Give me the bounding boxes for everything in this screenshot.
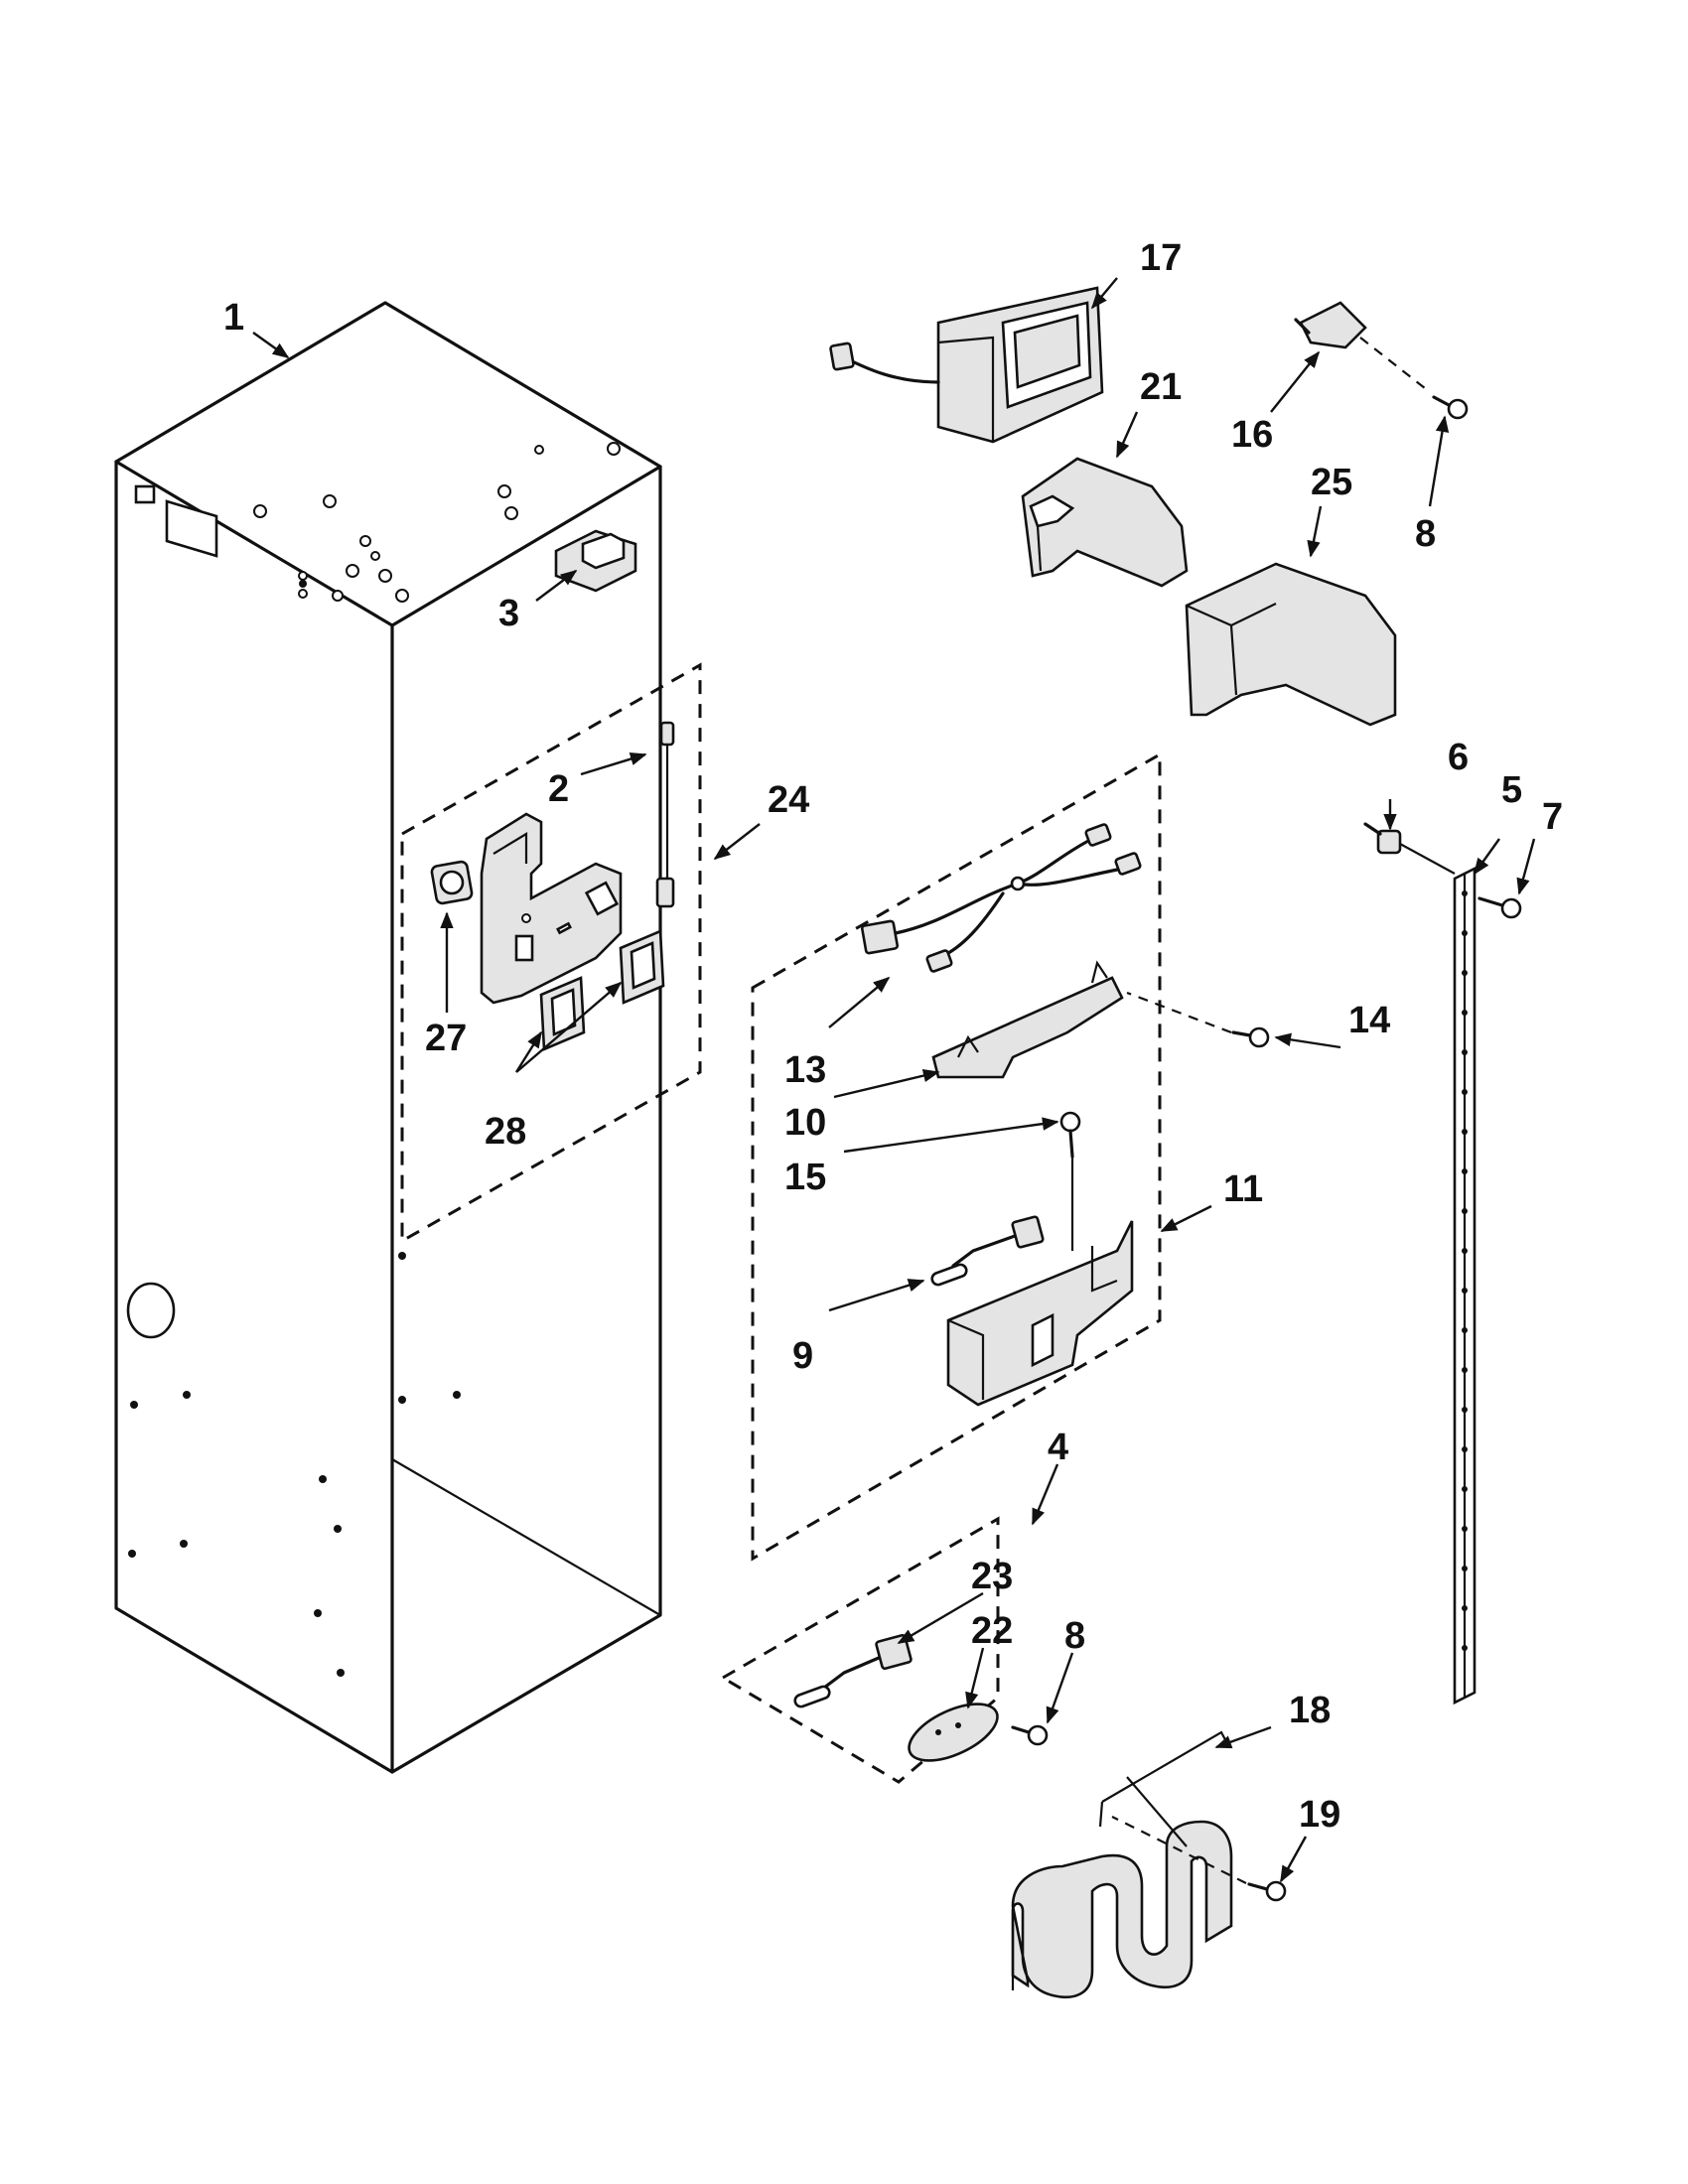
callout-7: 7	[1542, 796, 1563, 838]
duct-cover-part-21	[1021, 457, 1189, 588]
screw-part-8-upper	[1432, 395, 1469, 420]
screw-part-15	[1059, 1111, 1081, 1251]
wire-harness-part-13	[860, 823, 1142, 973]
screw-part-8-lower	[1011, 1724, 1049, 1746]
harness-connector-part-2	[655, 721, 675, 908]
callout-27: 27	[425, 1018, 467, 1059]
heater-assembly-boundary	[751, 751, 1162, 1562]
bracket-part-16	[1294, 301, 1431, 393]
shelf-rail-part-5	[1453, 866, 1477, 1706]
housing-part-11	[946, 1220, 1134, 1407]
callout-14: 14	[1348, 1000, 1390, 1041]
callout-8-upper: 8	[1415, 513, 1436, 555]
callout-15: 15	[784, 1157, 826, 1198]
callout-17: 17	[1140, 237, 1182, 279]
duct-cover-part-25	[1185, 562, 1397, 727]
control-box-boundary	[400, 662, 702, 1244]
light-housing-part-17	[829, 286, 1104, 444]
callout-5: 5	[1501, 769, 1522, 811]
callout-6: 6	[1448, 737, 1469, 778]
callout-3: 3	[498, 593, 519, 634]
callout-25: 25	[1311, 462, 1352, 503]
callout-18: 18	[1289, 1690, 1331, 1731]
knob-part-27	[430, 860, 474, 905]
callout-8-lower: 8	[1064, 1615, 1085, 1657]
callout-19: 19	[1299, 1794, 1340, 1836]
callout-9: 9	[792, 1335, 813, 1377]
mounting-plate-part-22	[908, 1703, 999, 1762]
callout-23: 23	[971, 1556, 1013, 1597]
thermistor-boundary	[720, 1516, 1000, 1784]
callout-22: 22	[971, 1610, 1013, 1652]
callout-16: 16	[1231, 414, 1273, 456]
screw-part-19	[1111, 1816, 1287, 1902]
thermistor-part-23	[793, 1633, 913, 1708]
callout-11: 11	[1223, 1168, 1263, 1210]
callout-1: 1	[223, 297, 244, 339]
control-housing-part-24	[480, 812, 623, 1005]
lens-parts-28	[539, 929, 665, 1051]
screw-part-14	[1126, 991, 1270, 1048]
sensor-part-9	[930, 1215, 1045, 1287]
callout-28: 28	[485, 1111, 526, 1153]
cabinet-liner	[114, 301, 662, 1774]
callout-13: 13	[784, 1049, 826, 1091]
rail-clip-part-6	[1363, 822, 1456, 875]
callout-labels: 1 17 21 16 8 25 3 2 24 27 28 13 10 15 14…	[223, 237, 1563, 1836]
screw-part-7	[1477, 896, 1522, 919]
callout-2: 2	[548, 768, 569, 810]
top-connector-part-3	[554, 529, 637, 593]
callout-10: 10	[784, 1102, 826, 1144]
callout-24: 24	[768, 779, 809, 821]
leader-arrows	[252, 277, 1536, 1883]
cover-part-10	[931, 960, 1124, 1079]
callout-4: 4	[1048, 1427, 1068, 1468]
callout-21: 21	[1140, 366, 1182, 408]
defrost-heater-part-18	[1011, 1730, 1233, 1999]
